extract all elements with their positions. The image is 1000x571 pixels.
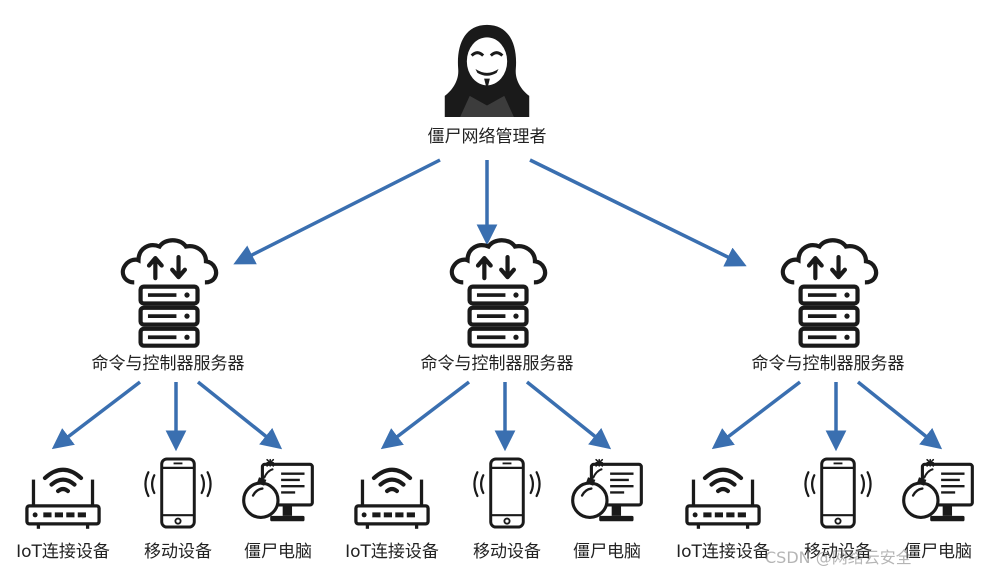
infected-computer-icon: [571, 458, 643, 523]
device-label-8: 移动设备: [804, 542, 872, 562]
device-label-6: 僵尸电脑: [573, 542, 641, 562]
router-icon: [27, 470, 99, 529]
hacker-icon: [443, 23, 531, 118]
smartphone-icon: [143, 457, 213, 529]
arrow-to-device-7: [711, 380, 802, 450]
arrow-to-device-1: [51, 380, 142, 450]
arrow-to-device-6: [525, 380, 612, 450]
server-label-3: 命令与控制器服务器: [751, 354, 905, 374]
arrow-to-server-1: [233, 158, 441, 265]
cloud-server-icon: [783, 240, 876, 345]
device-label-9: 僵尸电脑: [904, 542, 972, 562]
smartphone-icon: [472, 457, 542, 529]
server-label-2: 命令与控制器服务器: [420, 354, 574, 374]
watermark: CSDN @网络云安全: [765, 548, 912, 567]
arrow-to-device-4: [380, 380, 471, 450]
device-label-3: 僵尸电脑: [244, 542, 312, 562]
device-label-7: IoT连接设备: [676, 542, 770, 562]
device-label-4: IoT连接设备: [345, 542, 439, 562]
cloud-server-icon: [452, 240, 545, 345]
router-icon: [356, 470, 428, 529]
device-label-5: 移动设备: [473, 542, 541, 562]
server-label-1: 命令与控制器服务器: [91, 354, 245, 374]
top-node-label: 僵尸网络管理者: [427, 127, 547, 147]
smartphone-icon: [803, 457, 873, 529]
infected-computer-icon: [242, 458, 314, 523]
device-label-2: 移动设备: [144, 542, 212, 562]
arrow-to-device-9: [856, 380, 943, 450]
cloud-server-icon: [123, 240, 216, 345]
arrow-to-device-3: [196, 380, 283, 450]
arrow-to-server-3: [529, 158, 747, 267]
device-label-1: IoT连接设备: [16, 542, 110, 562]
infected-computer-icon: [902, 458, 974, 523]
router-icon: [687, 470, 759, 529]
